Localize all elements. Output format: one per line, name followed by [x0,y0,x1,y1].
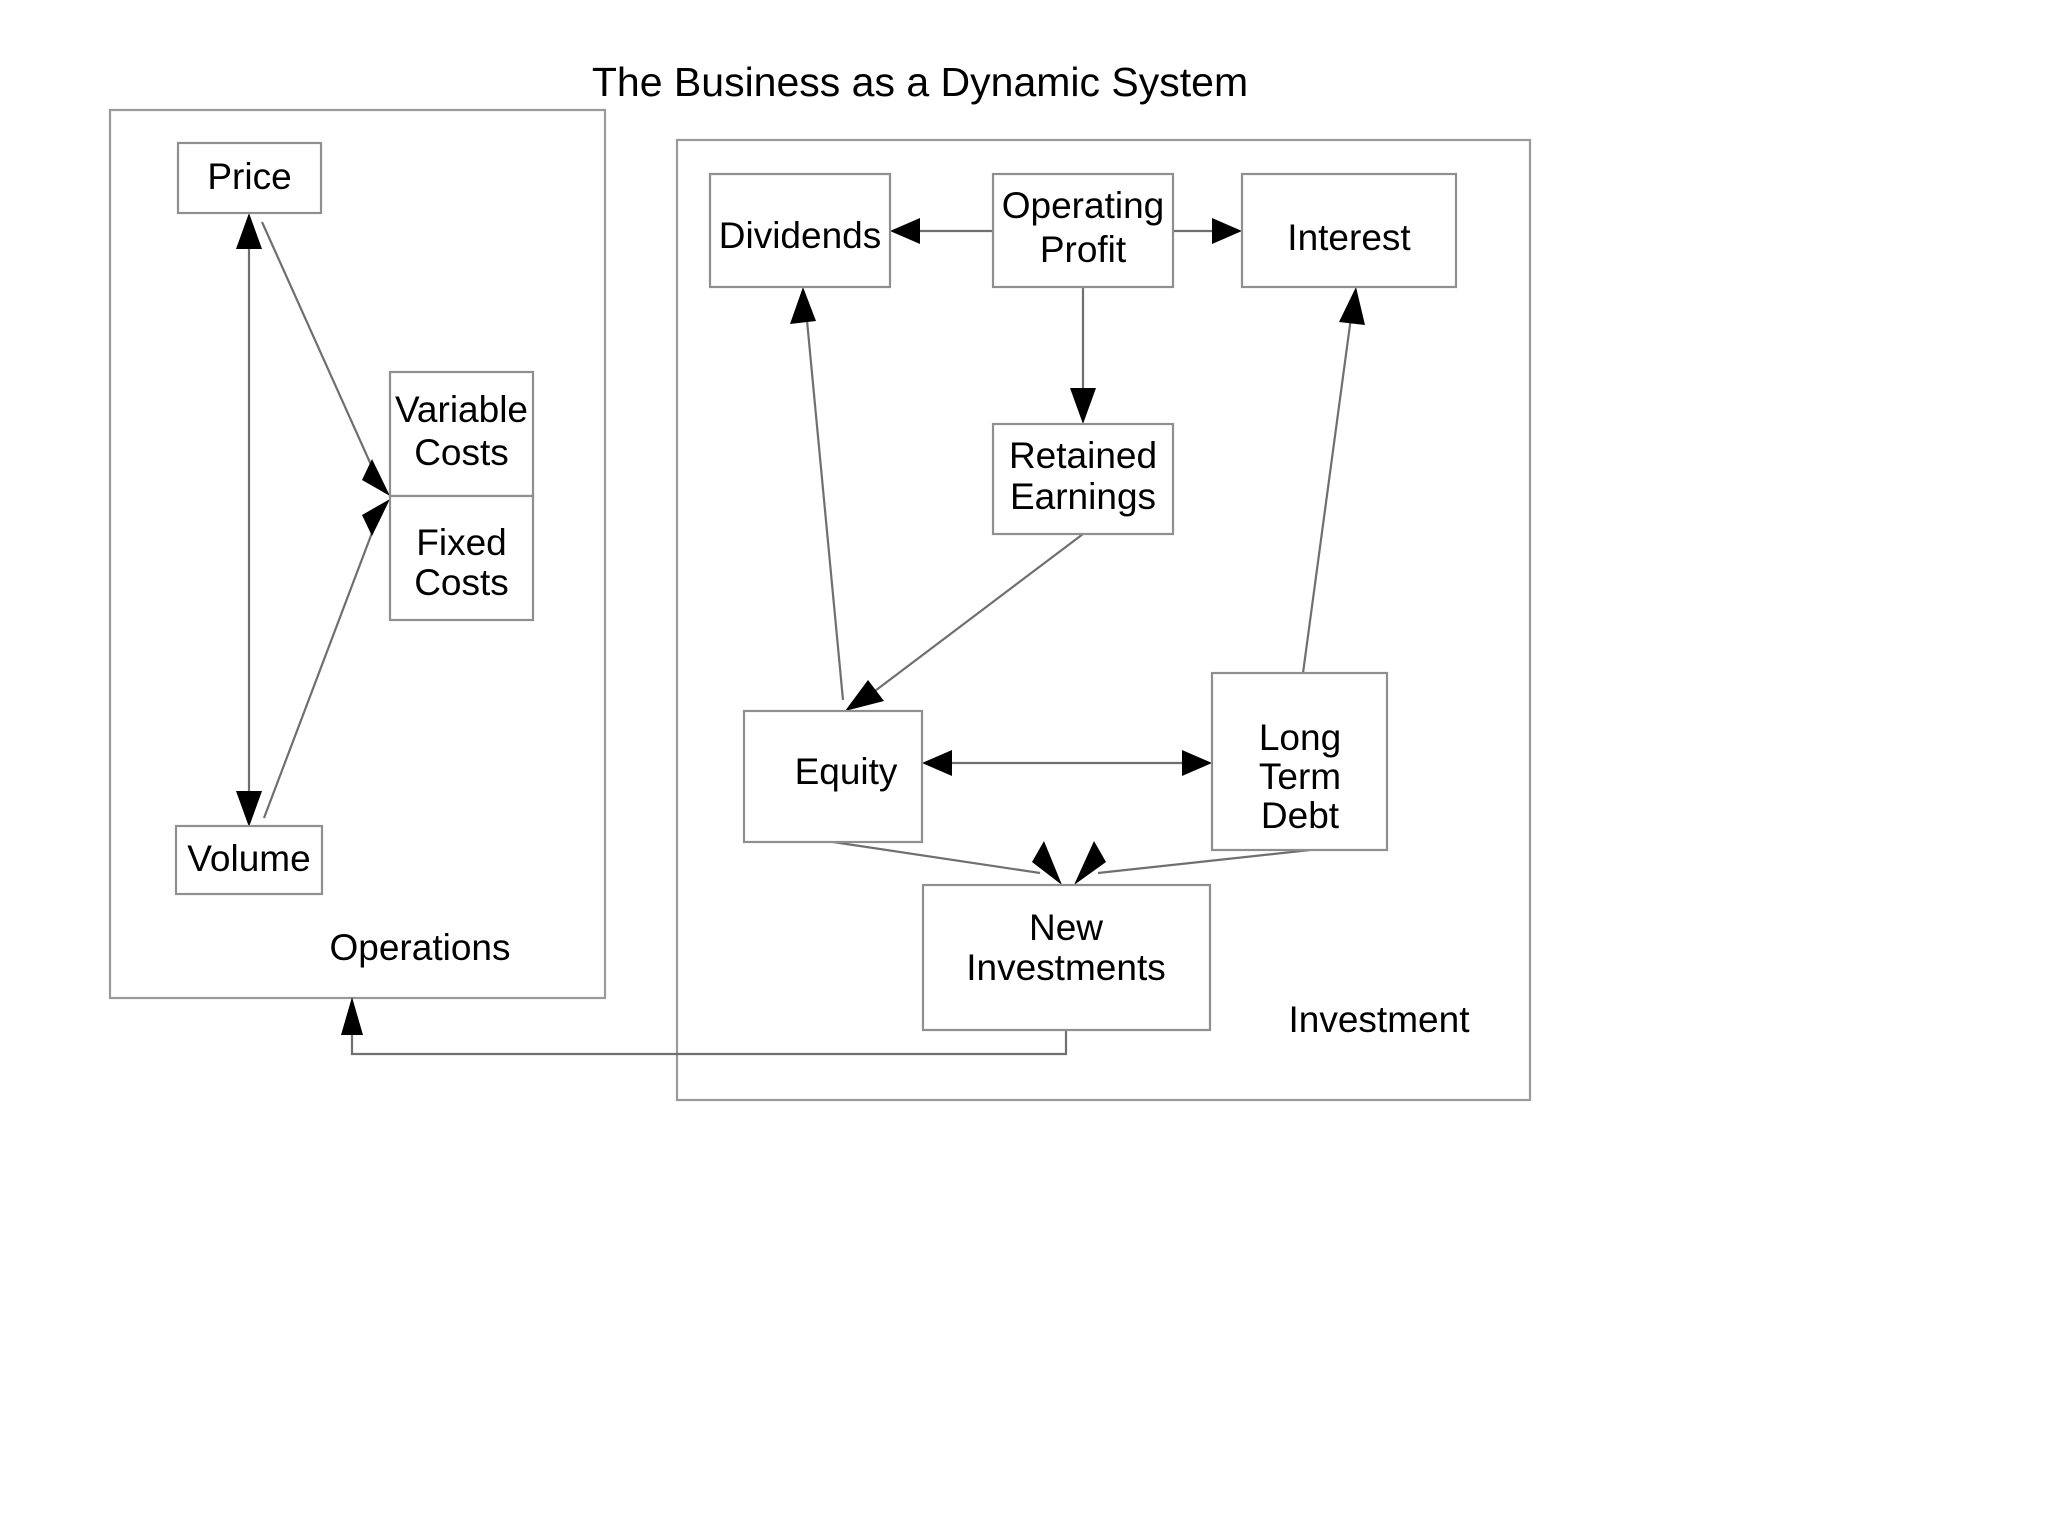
node-dividends[interactable]: Dividends [708,172,892,289]
node-long-term-debt-label-line2: Term [1259,756,1341,797]
node-long-term-debt-box[interactable] [1210,671,1389,852]
node-operating-profit[interactable]: Operating Profit [991,172,1175,289]
node-new-investments-label-line2: Investments [966,947,1165,988]
arrowhead-interest [1212,218,1242,244]
edge-equity-long-term-debt [922,750,1212,776]
diagram-title: The Business as a Dynamic System [592,59,1248,105]
node-fixed-costs-label-line1: Fixed [416,522,506,563]
arrowhead-new-investments-from-debt [1074,841,1106,885]
arrowhead-fixed-costs [362,499,390,536]
edge-equity-new-investments [832,840,1062,885]
arrowhead-retained-earnings [1070,388,1096,424]
edge-new-investments-operations [341,997,1068,1056]
edge-long-term-debt-interest [1301,287,1365,674]
arrowhead-dividends-from-equity [790,287,816,324]
arrowhead-right-long-term-debt [1182,750,1212,776]
node-dividends-box[interactable] [708,172,892,289]
node-dividends-label: Dividends [719,215,881,256]
node-long-term-debt-label-line3: Debt [1261,795,1340,836]
panel-investment-label: Investment [1289,999,1471,1040]
edge-volume-fixed-costs [262,499,390,819]
node-new-investments[interactable]: New Investments [921,883,1212,1032]
arrowhead-down-volume [236,791,262,827]
panel-operations-border [108,108,607,1000]
node-retained-earnings[interactable]: Retained Earnings [991,422,1175,536]
arrowhead-interest-from-debt [1339,287,1365,325]
edge-long-term-debt-new-investments [1074,841,1311,885]
panel-operations-label: Operations [330,927,511,968]
node-operating-profit-label-line2: Profit [1040,229,1127,270]
node-retained-earnings-box[interactable] [991,422,1175,536]
node-fixed-costs-box[interactable] [388,494,535,622]
panel-investment-border [675,138,1532,1102]
node-equity-label: Equity [795,751,898,792]
node-volume[interactable]: Volume [174,824,324,896]
node-retained-earnings-label-line1: Retained [1009,435,1157,476]
edge-equity-dividends [790,287,845,701]
arrowhead-equity-from-retained [845,680,884,711]
node-equity[interactable]: Equity [742,709,924,844]
node-interest[interactable]: Interest [1240,172,1458,289]
edge-retained-earnings-equity [845,533,1084,711]
node-long-term-debt[interactable]: Long Term Debt [1210,671,1389,852]
node-operating-profit-label-line1: Operating [1002,185,1165,226]
node-operating-profit-box[interactable] [991,172,1175,289]
edge-operating-profit-interest [1173,218,1242,244]
panel-investment: Investment [675,138,1532,1102]
arrowhead-up-price [236,213,262,249]
arrowhead-variable-costs [362,459,390,496]
arrowhead-left-equity [922,750,952,776]
node-equity-box[interactable] [742,709,924,844]
node-price-label: Price [207,156,291,197]
edge-operating-profit-dividends [890,218,993,244]
node-interest-box[interactable] [1240,172,1458,289]
node-variable-costs[interactable]: Variable Costs [388,370,535,498]
node-interest-label: Interest [1287,217,1411,258]
node-price[interactable]: Price [176,141,323,215]
node-fixed-costs[interactable]: Fixed Costs [388,494,535,622]
edge-price-volume [236,213,262,827]
node-fixed-costs-label-line2: Costs [414,562,509,603]
arrowhead-dividends [890,218,920,244]
node-volume-box[interactable] [174,824,324,896]
panel-operations: Operations [108,108,607,1000]
node-long-term-debt-label-line1: Long [1259,717,1341,758]
node-volume-label: Volume [187,838,310,879]
edge-operating-profit-retained-earnings [1070,287,1096,424]
node-variable-costs-label-line1: Variable [395,389,528,430]
node-retained-earnings-label-line2: Earnings [1010,476,1156,517]
node-price-box[interactable] [176,141,323,215]
arrowhead-operations-feedback [341,997,363,1035]
node-new-investments-label-line1: New [1029,907,1103,948]
node-variable-costs-label-line2: Costs [414,432,509,473]
node-new-investments-box[interactable] [921,883,1212,1032]
edge-price-variable-costs [260,221,390,496]
arrowhead-new-investments-from-equity [1032,841,1062,885]
